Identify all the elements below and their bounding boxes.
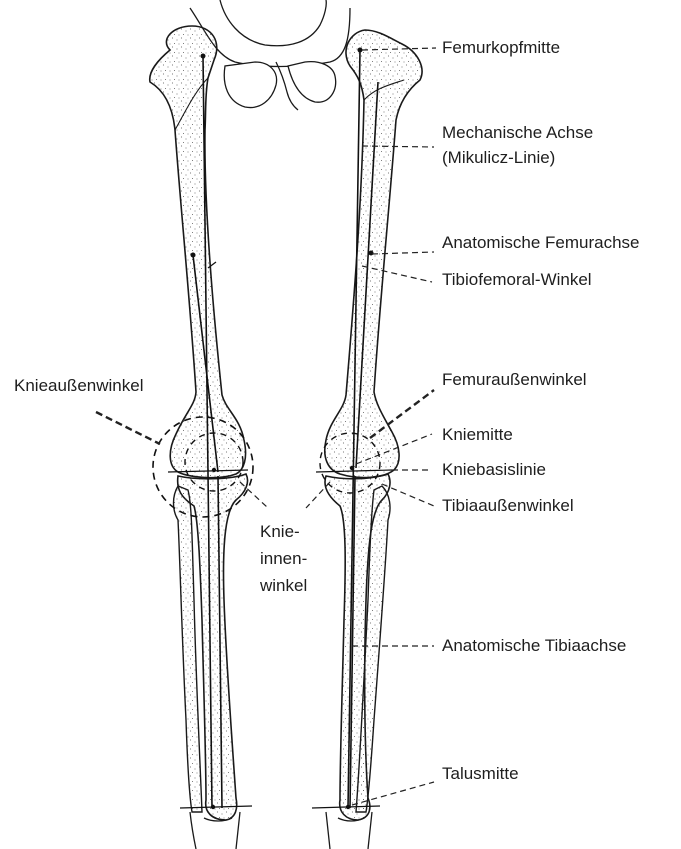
label-anatomische-femurachse: Anatomische Femurachse (442, 233, 639, 253)
label-anatomische-tibiaachse: Anatomische Tibiaachse (442, 636, 626, 656)
label-mikulicz-linie: (Mikulicz-Linie) (442, 148, 555, 168)
label-knieaussenwinkel: Knieaußenwinkel (14, 376, 143, 396)
label-mechanische-achse: Mechanische Achse (442, 123, 593, 143)
left-knee-center (212, 468, 216, 472)
label-talusmitte: Talusmitte (442, 764, 519, 784)
right-knee-center (350, 466, 354, 470)
label-femuraussenwinkel: Femuraußenwinkel (442, 370, 587, 390)
right-talus-center (346, 805, 350, 809)
leader-knieaussenwinkel (96, 412, 160, 444)
right-femur-axis-point (369, 251, 374, 256)
left-talus-center (211, 805, 215, 809)
label-innen: innen- (260, 549, 307, 569)
label-kniebasislinie: Kniebasislinie (442, 460, 546, 480)
left-femoral-head-center (201, 54, 206, 59)
label-kniemitte: Kniemitte (442, 425, 513, 445)
leader-knieinnenwinkel-right (306, 482, 330, 508)
label-femurkopfmitte: Femurkopfmitte (442, 38, 560, 58)
label-tibiofemoral-winkel: Tibiofemoral-Winkel (442, 270, 592, 290)
left-femur-axis-point (191, 253, 196, 258)
right-femoral-head-center (358, 48, 363, 53)
label-knie: Knie- (260, 522, 300, 542)
label-tibiaaussenwinkel: Tibiaaußenwinkel (442, 496, 574, 516)
label-winkel: winkel (260, 576, 307, 596)
